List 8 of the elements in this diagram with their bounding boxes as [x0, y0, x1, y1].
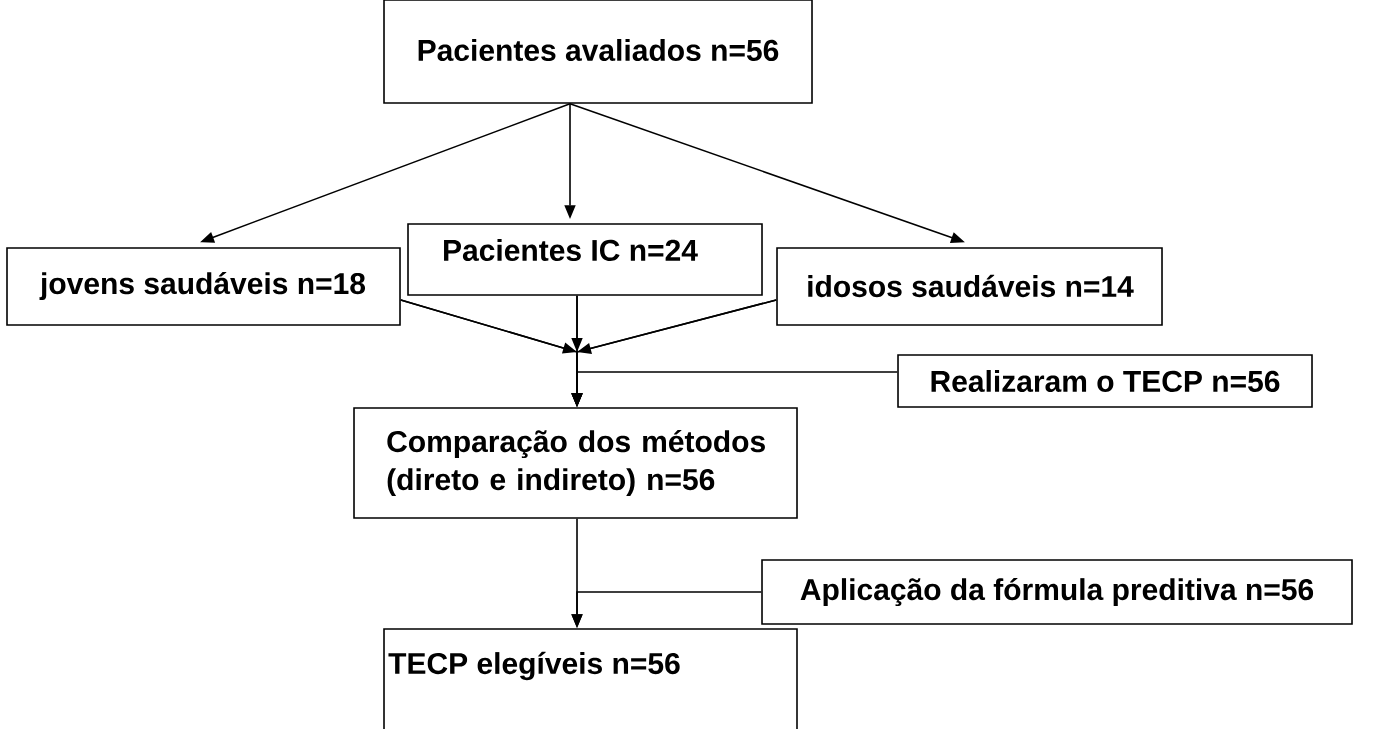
flow-box: Aplicação da fórmula preditiva n=56 — [761, 559, 1353, 625]
flow-box: TECP elegíveis n=56 — [383, 628, 798, 729]
flow-box: Pacientes avaliados n=56 — [383, 0, 813, 104]
flow-box: Realizaram o TECP n=56 — [897, 354, 1313, 408]
flow-box: idosos saudáveis n=14 — [776, 247, 1163, 326]
flow-box: Comparação dos métodos (direto e indireto) n=56 — [353, 407, 798, 519]
flow-box: jovens saudáveis n=18 — [6, 247, 401, 326]
flow-box: Pacientes IC n=24 — [407, 223, 763, 296]
